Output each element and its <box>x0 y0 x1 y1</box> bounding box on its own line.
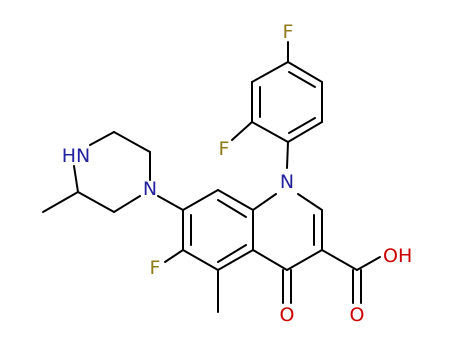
bond <box>217 249 254 271</box>
bond <box>89 131 115 146</box>
atom-oxygen-carbonyl: O <box>350 304 365 326</box>
bond <box>113 195 141 213</box>
bond <box>252 249 288 271</box>
bond <box>356 256 381 271</box>
bond <box>113 131 151 153</box>
bond <box>288 71 316 88</box>
atom-oxygen-keto: O <box>280 304 295 326</box>
bond <box>286 249 323 271</box>
bond <box>42 191 79 213</box>
bond <box>287 121 323 143</box>
atom-amine-hn: HN <box>62 145 91 167</box>
atom-hydroxyl-oh: OH <box>383 245 412 267</box>
bond <box>157 195 184 211</box>
bond <box>231 121 253 141</box>
bond <box>217 199 247 218</box>
bond <box>182 249 219 271</box>
atom-fluorine-ring: F <box>150 257 161 279</box>
bond <box>164 249 184 263</box>
atom-nitrogen-piperazine: N <box>143 178 157 200</box>
bond <box>73 165 79 193</box>
bond-layer <box>42 41 381 313</box>
bond <box>217 244 247 263</box>
atom-fluorine-phenyl: F <box>219 138 230 160</box>
atom-fluorine-top: F <box>283 21 294 43</box>
bond <box>287 61 323 83</box>
bond <box>288 117 316 134</box>
bond <box>297 193 323 211</box>
bond <box>286 141 289 169</box>
bond <box>217 189 254 211</box>
bond <box>251 61 289 83</box>
bond <box>321 249 358 271</box>
atom-nitrogen-quinolone: N <box>280 171 294 193</box>
bond <box>77 191 115 213</box>
bond <box>182 189 219 211</box>
atom-label-layer: F F N N HN F O O OH <box>62 21 413 326</box>
bond <box>252 193 277 211</box>
bond <box>251 121 289 143</box>
